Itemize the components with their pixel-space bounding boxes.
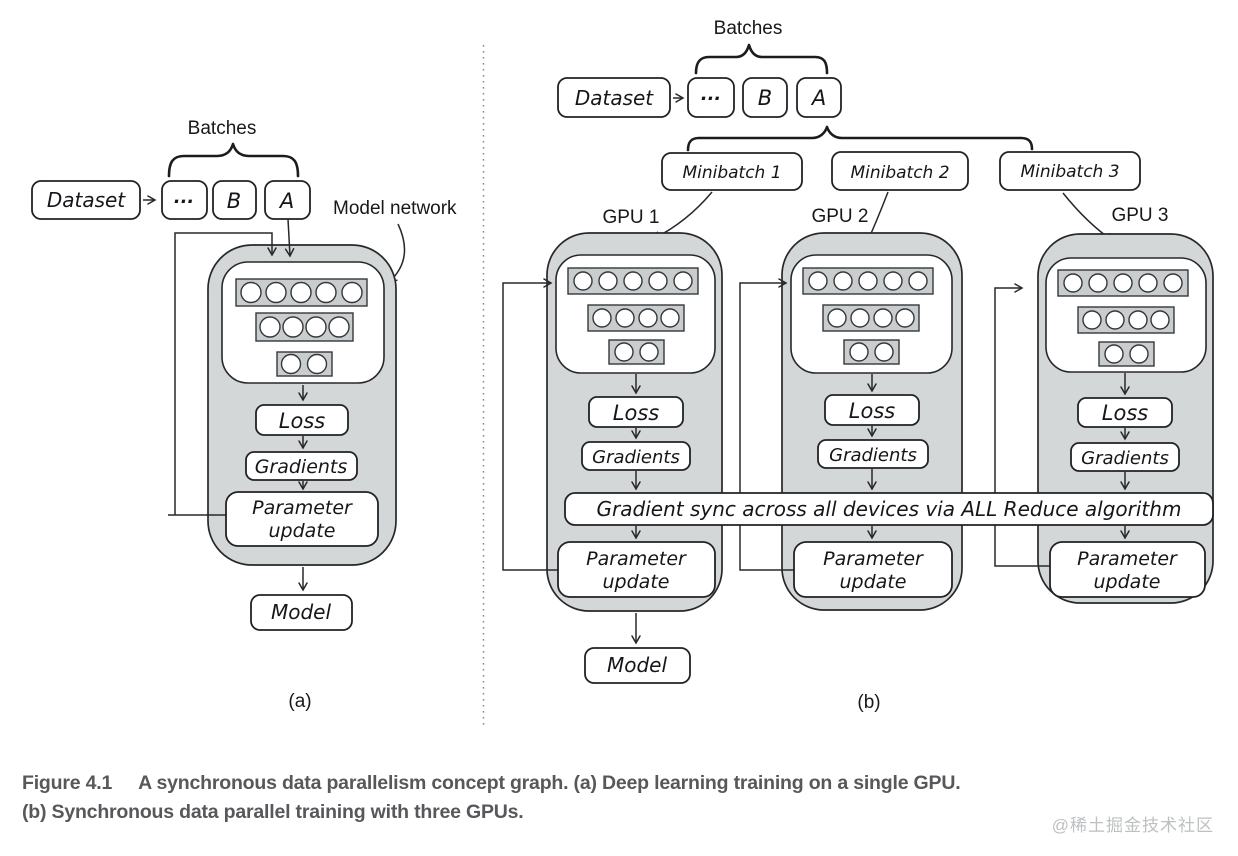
gpu-3-gradients-box [1070,442,1180,472]
gpu-1-feedback-loop [502,278,558,571]
minibatch-3-label: Minibatch 3 [1020,162,1119,182]
batches-brace [694,43,829,75]
gpu-1-loss-box [588,396,684,428]
model-box [584,647,691,684]
batch-box-b [212,180,257,220]
layer-row-3 [276,351,333,377]
gpu-3-layer-row-1 [1057,269,1189,297]
gpu-3-layer-row-2 [1077,306,1175,334]
gpu-2-gradients-box [817,439,929,469]
gpu-2-loss-label: Loss [849,399,895,423]
gpu-3-parameter-update-line1: Parameter [1077,548,1178,570]
gpu-1-parameter-update-line2: update [603,571,670,593]
batches-label: Batches [188,118,257,139]
model-box [250,594,353,631]
gpu-1-layer-row-2 [587,304,685,332]
gpu-3-layer-row-3 [1098,341,1155,367]
batch-etc-label: ... [701,84,722,105]
model-label: Model [607,653,667,677]
gpu-2-parameter-update-line2: update [840,571,907,593]
gpu-1-label: GPU 1 [602,207,659,228]
gpu-2-gradients-label: Gradients [829,445,917,466]
gpu-1-parameter-update-line1: Parameter [586,548,687,570]
panel-b: Batches Dataset ... B A Minibatch 1 Mini… [502,18,1214,713]
batch-box-b [742,77,788,118]
figure-caption: Figure 4.1 A synchronous data parallelism… [22,769,961,827]
batch-etc-label: ... [174,187,195,208]
watermark: @稀土掘金技术社区 [1051,816,1214,835]
gpu-1-parameter-update-box [557,541,716,598]
figure-caption-line2: (b) Synchronous data parallel training w… [22,801,524,823]
loss-label: Loss [279,409,325,433]
gpu-2-feedback-loop [739,278,794,571]
figure-caption-text1: A synchronous data parallelism concept g… [138,772,961,794]
parameter-update-line2: update [269,520,336,542]
batch-box-etc [161,180,208,220]
minibatch-2-label: Minibatch 2 [850,163,949,183]
dataset-label: Dataset [575,86,654,110]
gpu-3-label: GPU 3 [1111,205,1168,226]
model-network-label: Model network [333,198,457,219]
batch-b-label: B [758,86,772,110]
minibatch-3-box [999,151,1141,191]
batch-a-label: A [810,86,826,110]
gpu-2-layer-row-1 [802,267,934,295]
batch-box-a [264,180,311,220]
allreduce-sync-bar [564,492,1214,526]
minibatch-1-arrow [651,191,713,241]
dataset-label: Dataset [47,188,126,212]
minibatch-1-label: Minibatch 1 [682,163,781,183]
batches-brace [167,142,300,178]
dataset-box [31,180,141,220]
gpu-3-gradients-label: Gradients [1081,448,1169,469]
gpu-3-parameter-update-line2: update [1094,571,1161,593]
gpu-1-layer-row-3 [608,339,665,365]
batch-input-arrow [284,218,295,258]
gpu-3-loss-label: Loss [1102,401,1148,425]
panel-a: Batches Dataset ... B A Model network [31,118,457,712]
allreduce-sync-label: Gradient sync across all devices via ALL… [597,497,1182,521]
gradients-label: Gradients [255,456,348,478]
figure-number: Figure 4.1 [22,772,113,794]
loss-box [255,404,349,436]
gpu-1-loss-label: Loss [613,401,659,425]
gpu-1-gradients-box [581,441,691,471]
gpu-2-loss-box [824,394,920,426]
batch-a-label: A [278,189,294,213]
figure-caption-line1: Figure 4.1 A synchronous data parallelism… [22,769,961,798]
gpu-2-label: GPU 2 [811,206,868,227]
dataset-box [557,77,671,118]
batch-box-etc [687,77,735,118]
gpu-1-layer-row-1 [567,267,699,295]
gpu-2-parameter-update-line1: Parameter [823,548,924,570]
minibatch-split-brace [686,125,1034,152]
gpu-2-layer-row-3 [843,339,900,365]
layer-row-2 [255,312,354,342]
minibatch-2-box [831,151,969,191]
gradients-box [245,451,358,481]
batches-label: Batches [714,18,783,39]
panel-b-caption: (b) [857,692,880,713]
batch-box-a [796,77,842,118]
diagram-canvas: Batches Dataset ... B A Model network [31,18,1214,727]
batch-b-label: B [227,189,241,213]
gpu-3-feedback-loop [994,283,1050,567]
feedback-loop-line [174,232,277,515]
parameter-update-box [225,491,379,547]
model-label: Model [271,600,331,624]
layer-row-1 [235,278,368,307]
panel-a-caption: (a) [288,691,311,712]
gpu-2-layer-row-2 [822,304,920,332]
parameter-update-line1: Parameter [252,497,353,519]
gpu-3-parameter-update-box [1049,541,1206,598]
gpu-1-gradients-label: Gradients [592,447,680,468]
gpu-2-parameter-update-box [793,541,953,598]
gpu-3-loss-box [1077,397,1173,428]
minibatch-1-box [661,152,803,191]
